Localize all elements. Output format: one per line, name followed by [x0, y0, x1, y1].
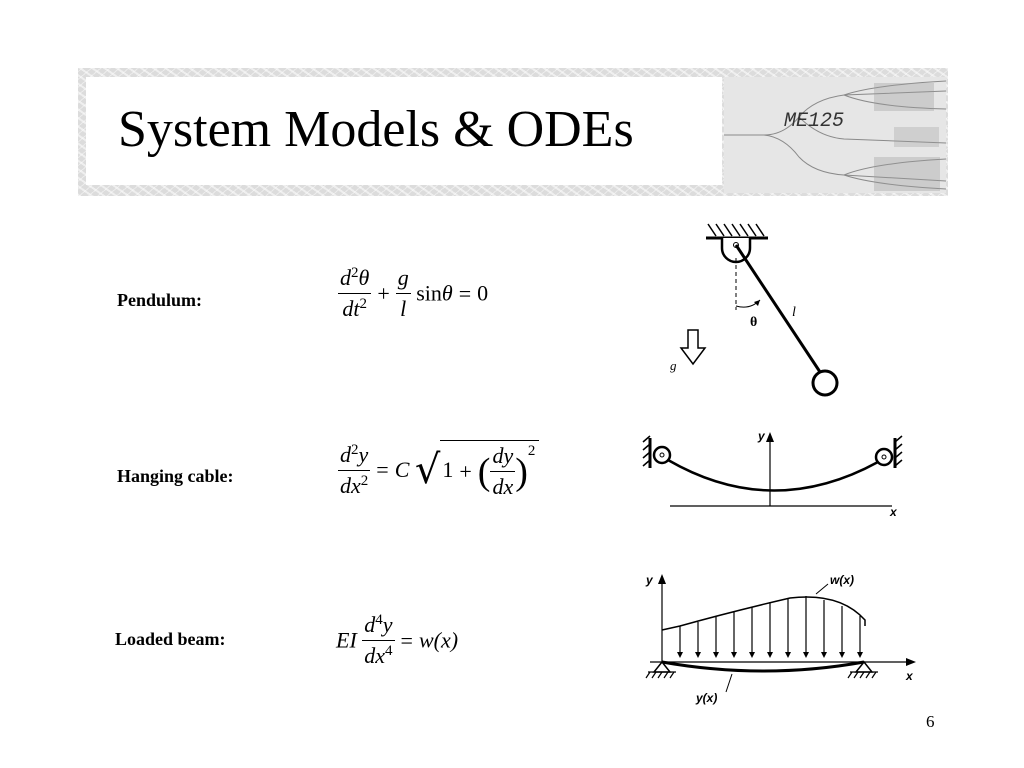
- pendulum-label: Pendulum:: [117, 290, 203, 310]
- eq-equals: =: [376, 457, 389, 483]
- pendulum-equation: d2θ dt2 + g l sinθ=0: [338, 265, 488, 322]
- course-logo-text: ME125: [784, 110, 845, 133]
- page-number: 6: [926, 712, 935, 731]
- eq-plus: +: [459, 458, 472, 484]
- hanging-cable-figure: y x: [642, 429, 903, 519]
- eq-exponent: 2: [360, 472, 369, 489]
- eq-equals: =: [400, 627, 413, 653]
- g-over-l-fraction: g l: [395, 265, 411, 322]
- eq-exponent: 2: [351, 265, 359, 281]
- gravity-label: g: [670, 358, 677, 373]
- eq-dx: dx: [492, 474, 514, 500]
- eq-plus: +: [377, 280, 390, 306]
- radicand: 1+( dy dx )2: [440, 440, 540, 500]
- x-axis-label: x: [889, 505, 898, 519]
- eq-l: l: [400, 296, 407, 321]
- eq-d: d: [340, 441, 351, 467]
- eq-exponent: 2: [351, 441, 359, 458]
- eq-y: y: [382, 612, 393, 637]
- eq-constant: C: [394, 457, 410, 483]
- eq-ei: EI: [336, 627, 357, 653]
- second-derivative-fraction: d2y dx2: [338, 441, 371, 499]
- eq-one: 1: [442, 457, 454, 482]
- eq-load-function: w(x): [418, 627, 459, 653]
- eq-dx: dx: [364, 643, 386, 668]
- length-label: l: [792, 305, 796, 320]
- hanging-cable-equation: d2y dx2 =C √ 1+( dy dx )2: [338, 440, 540, 500]
- dy-dx-fraction: dy dx: [490, 443, 516, 500]
- eq-d: d: [340, 265, 351, 290]
- pendulum-figure: θ l g: [670, 223, 839, 397]
- eq-theta: θ: [441, 280, 453, 306]
- angle-label: θ: [750, 315, 757, 330]
- eq-exponent: 4: [385, 643, 393, 659]
- loaded-beam-label: Loaded beam:: [115, 629, 226, 649]
- eq-dy: dy: [490, 443, 516, 473]
- load-label: w(x): [830, 573, 854, 587]
- eq-d: d: [364, 612, 376, 637]
- eq-y: y: [358, 441, 369, 467]
- gravity-arrow-icon: [679, 329, 707, 366]
- eq-power: 2: [527, 443, 536, 459]
- loaded-beam-figure: y x w(x) y(x): [645, 573, 916, 705]
- loaded-beam-equation: EI d4y dx4 =w(x): [336, 612, 458, 669]
- y-axis-label: y: [757, 429, 766, 443]
- eq-exponent: 4: [375, 612, 383, 628]
- eq-equals: =: [458, 280, 472, 306]
- eq-g: g: [395, 265, 411, 294]
- right-paren: ): [515, 450, 528, 493]
- hanging-cable-label: Hanging cable:: [117, 466, 234, 486]
- eq-sin: sin: [416, 280, 442, 306]
- square-root-icon: √: [414, 447, 441, 494]
- y-axis-label: y: [645, 573, 654, 587]
- eq-zero: 0: [477, 280, 489, 306]
- deflection-label: y(x): [695, 691, 717, 705]
- eq-theta: θ: [358, 265, 370, 290]
- second-derivative-fraction: d2θ dt2: [338, 265, 372, 322]
- eq-exponent: 2: [359, 296, 367, 312]
- bifurcation-logo: [724, 77, 946, 193]
- left-paren: (: [477, 450, 491, 493]
- x-axis-label: x: [905, 669, 914, 683]
- eq-dx: dx: [340, 472, 361, 498]
- eq-dt: dt: [342, 296, 360, 321]
- title-box: [86, 77, 722, 185]
- fourth-derivative-fraction: d4y dx4: [362, 612, 395, 669]
- slide-title: System Models & ODEs: [118, 101, 634, 158]
